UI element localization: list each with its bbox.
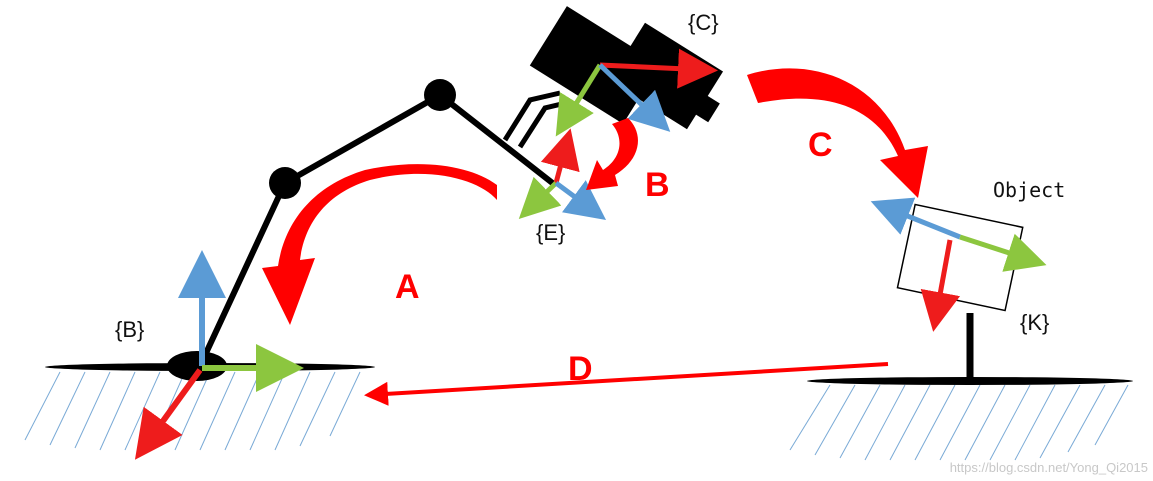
camera-mount <box>502 90 571 149</box>
object-z-axis <box>870 197 961 240</box>
robot-joint-1 <box>269 167 301 199</box>
base-frame-axes <box>134 250 304 460</box>
base-x-axis <box>134 368 203 460</box>
camera-x-axis <box>599 48 718 89</box>
ee-y-axis <box>518 176 562 219</box>
watermark-text: https://blog.csdn.net/Yong_Qi2015 <box>950 460 1148 475</box>
end-effector-frame-label: {E} <box>536 220 565 245</box>
camera-y-axis <box>555 63 603 137</box>
robot-joint-2 <box>424 79 456 111</box>
transform-d-arrow <box>364 362 889 406</box>
transform-b-label: B <box>645 166 670 204</box>
ee-z-axis <box>554 180 607 220</box>
robot-base <box>167 351 227 381</box>
ee-x-axis <box>540 128 580 184</box>
transform-a-label: A <box>395 268 420 306</box>
camera-lens <box>686 89 720 123</box>
right-ground-hatch <box>789 384 1129 461</box>
robot-arm <box>167 79 571 381</box>
robot-links <box>197 92 557 368</box>
object <box>870 197 1047 381</box>
base-frame-label: {B} <box>115 317 144 342</box>
object-y-axis <box>959 233 1047 272</box>
right-ground <box>789 377 1133 461</box>
object-x-axis <box>920 239 961 332</box>
transform-c-arrow <box>747 68 928 198</box>
transform-b-arrow <box>586 118 638 190</box>
transform-a-arrow <box>262 164 497 325</box>
camera-z-axis <box>598 63 671 132</box>
transform-d-label: D <box>568 350 593 388</box>
marker-frame-label: {K} <box>1020 310 1049 335</box>
object-label: Object <box>993 178 1065 202</box>
camera-frame-axes <box>555 48 718 137</box>
object-frame-axes <box>870 197 1047 332</box>
camera-frame-label: {C} <box>688 10 719 35</box>
end-effector-frame-axes <box>518 128 607 220</box>
transform-c-label: C <box>808 126 833 164</box>
